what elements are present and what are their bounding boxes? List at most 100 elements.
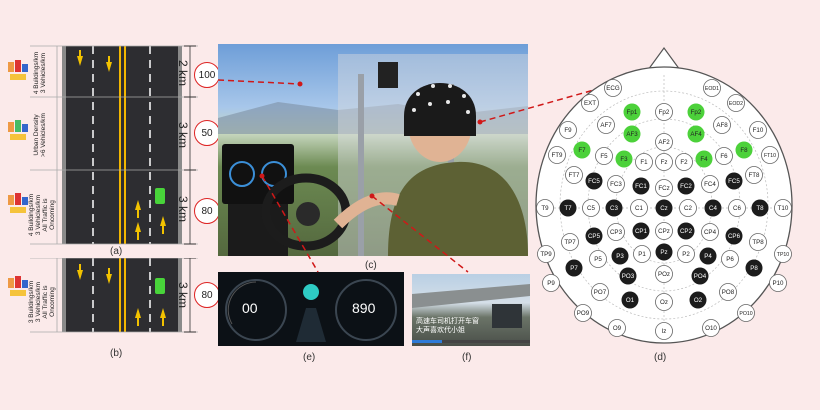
electrode-label: AF7 — [600, 122, 612, 129]
electrode-label: O1 — [626, 297, 635, 304]
electrode-label: CP1 — [635, 228, 648, 235]
electrode-circle — [542, 274, 560, 292]
electrode-label: EOD2 — [729, 101, 743, 107]
electrode-circle — [608, 319, 626, 337]
electrode-circle — [559, 199, 577, 217]
electrode-circle — [677, 222, 695, 240]
road-a-svg — [8, 45, 198, 245]
electrode-label: C3 — [610, 205, 618, 212]
electrode-eod1: EOD1 — [703, 79, 721, 97]
electrode-label: T9 — [541, 205, 549, 212]
electrode-p3: P3 — [611, 247, 629, 265]
electrode-po3: PO3 — [619, 267, 637, 285]
electrode-label: T8 — [756, 205, 764, 212]
electrode-label: FC4 — [704, 181, 716, 188]
electrode-label: CP2 — [680, 228, 693, 235]
electrode-circle — [677, 245, 695, 263]
electrode-p6: P6 — [721, 250, 739, 268]
electrode-label: O10 — [705, 325, 717, 332]
electrode-af2: AF2 — [655, 133, 673, 151]
electrode-c3: C3 — [605, 199, 623, 217]
electrode-label: F5 — [600, 153, 608, 160]
electrode-label: TP8 — [752, 239, 764, 246]
electrode-po8: PO8 — [719, 283, 737, 301]
video-caption-line1: 高速车司机打开车窗 — [416, 318, 479, 325]
electrode-f6: F6 — [715, 147, 733, 165]
speed-sign-80-b: 80 — [194, 282, 220, 308]
electrode-circle — [591, 283, 609, 301]
electrode-po10: PO10 — [737, 304, 755, 322]
electrode-circle — [701, 223, 719, 241]
electrode-t10: T10 — [774, 199, 792, 217]
electrode-circle — [655, 322, 673, 340]
electrode-label: F1 — [640, 159, 648, 166]
electrode-label: P3 — [616, 253, 624, 260]
electrode-label: Cz — [660, 205, 668, 212]
electrode-label: O9 — [613, 325, 622, 332]
electrode-c4: C4 — [704, 199, 722, 217]
electrode-label: FCz — [658, 185, 669, 192]
electrode-label: F7 — [578, 147, 586, 154]
electrode-circle — [605, 199, 623, 217]
electrode-cp2: CP2 — [677, 222, 695, 240]
electrode-po4: PO4 — [691, 267, 709, 285]
electrode-ft9: FT9 — [548, 146, 566, 164]
electrode-p8: P8 — [745, 259, 763, 277]
electrode-circle — [713, 116, 731, 134]
electrode-label: PO7 — [594, 289, 607, 296]
electrode-fp2: Fp2 — [655, 103, 673, 121]
electrode-tp10: TP10 — [774, 245, 792, 263]
electrode-circle — [611, 247, 629, 265]
electrode-f5: F5 — [595, 147, 613, 165]
electrode-circle — [728, 199, 746, 217]
electrode-fc5: FC5 — [725, 172, 743, 190]
electrode-label: F4 — [700, 156, 708, 163]
electrode-circle — [701, 175, 719, 193]
electrode-circle — [715, 147, 733, 165]
electrode-circle — [619, 267, 637, 285]
road-b-svg — [8, 258, 198, 333]
electrode-af4: AF4 — [687, 125, 705, 143]
electrode-label: P5 — [594, 256, 602, 263]
electrode-oz: Oz — [655, 293, 673, 311]
electrode-label: P8 — [750, 265, 758, 272]
electrode-t7: T7 — [559, 199, 577, 217]
electrode-label: FC5 — [588, 178, 600, 185]
electrode-cz: Cz — [655, 199, 673, 217]
electrode-circle — [597, 116, 615, 134]
electrode-label: Oz — [660, 299, 668, 306]
electrode-cp5: CP5 — [585, 227, 603, 245]
electrode-circle — [581, 94, 599, 112]
electrode-f9: F9 — [559, 121, 577, 139]
panel-label-b: (b) — [110, 348, 123, 359]
electrode-circle — [635, 153, 653, 171]
electrode-c2: C2 — [679, 199, 697, 217]
electrode-f8: F8 — [735, 141, 753, 159]
electrode-label: CPz — [658, 228, 670, 235]
traffic-arrows-b — [77, 264, 166, 326]
panel-label-f: (f) — [462, 352, 472, 363]
electrode-label: AF4 — [690, 131, 702, 138]
electrode-circle — [655, 179, 673, 197]
dashboard-gauges — [225, 279, 397, 342]
electrode-fc5: FC5 — [585, 172, 603, 190]
electrode-circle — [655, 103, 673, 121]
electrode-fc2: FC2 — [677, 177, 695, 195]
road-diagram-b: 3 Buildings/km 3 Vehicles/km All Traffic… — [0, 258, 200, 359]
electrode-circle — [561, 233, 579, 251]
electrode-fcz: FCz — [655, 179, 673, 197]
electrode-circle — [677, 177, 695, 195]
electrode-circle — [761, 146, 779, 164]
panel-label-c: (c) — [365, 260, 377, 271]
electrode-label: T7 — [564, 205, 572, 212]
electrode-label: CP6 — [728, 233, 741, 240]
electrode-c5: C5 — [582, 199, 600, 217]
electrode-circle — [727, 94, 745, 112]
electrode-c1: C1 — [630, 199, 648, 217]
electrode-label: P7 — [570, 265, 578, 272]
green-car-icon-b — [155, 278, 165, 294]
panel-label-a: (a) — [110, 246, 123, 257]
electrode-f3: F3 — [615, 150, 633, 168]
electrode-label: TP7 — [564, 239, 576, 246]
